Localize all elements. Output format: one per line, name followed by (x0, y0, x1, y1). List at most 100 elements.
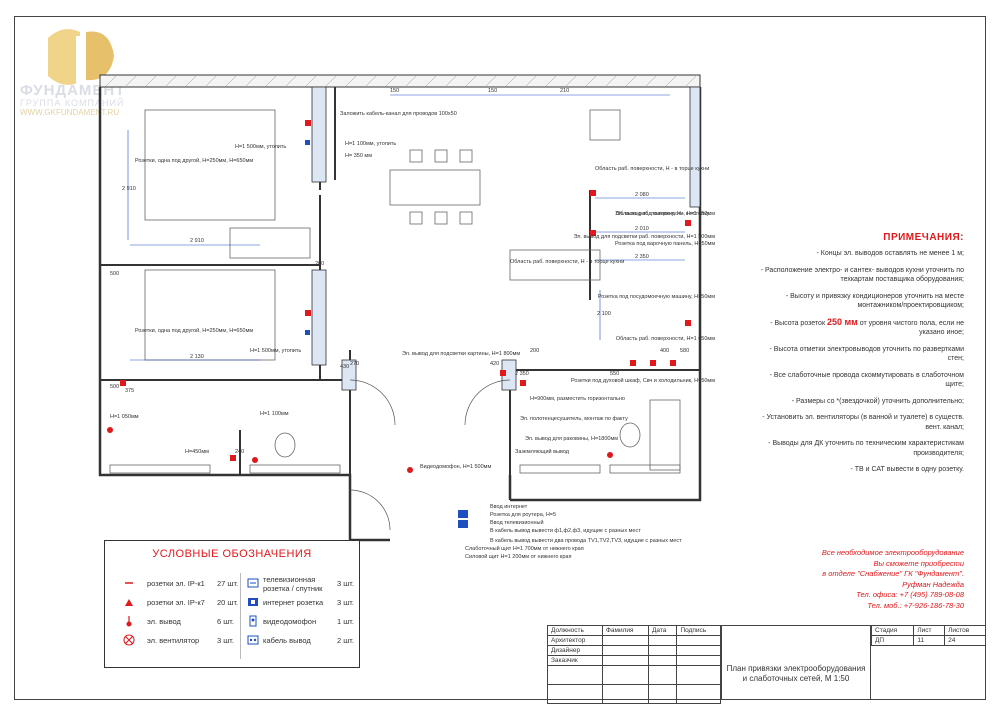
dimension-numbers: 150 150 210 2 910 500 2 910 500 2 350 20… (110, 88, 689, 455)
legend-item-label: розетки эл. IP-к7 (147, 598, 205, 607)
note-item: - Установить эл. вентиляторы (в ванной и… (762, 414, 964, 431)
legend-item-qty: 3 шт. (337, 579, 354, 588)
label-silovoy-shit: Силовой щит H=1 200мм от нижнего края (465, 553, 571, 560)
label-rozetka-panel: Розетка под варочную панель, H=50мм (615, 241, 715, 247)
legend-item-label: эл. вентилятор (147, 636, 200, 645)
dim-16: 200 (530, 348, 539, 354)
notes-panel: ПРИМЕЧАНИЯ: - Концы эл. выводов оставлят… (760, 232, 964, 482)
contact-line: Тел. моб.: +7-926-186-78-30 (867, 600, 964, 610)
dim-11: 2 130 (190, 354, 204, 360)
label-h900: H=900мм, разместить горизонтально (530, 396, 625, 402)
contact-line: Вы сможете приобрести (873, 558, 964, 568)
label-oblast-left: Область раб. поверхности, H - в торце ку… (510, 259, 624, 265)
label-slab-shit: Слаботочный щит H=1 700мм от нижнего кра… (465, 545, 584, 552)
legend-item-label: кабель вывод (263, 636, 311, 645)
label-kabel-tv: В кабель вывод вывести два провода TV1,T… (490, 538, 682, 544)
dim-2: 210 (560, 88, 569, 94)
legend-item-qty: 27 шт. (217, 579, 239, 588)
legend-divider (240, 573, 241, 659)
hatch-lines (104, 74, 698, 88)
note-item: - Высота отметки электровыводов уточнить… (769, 345, 964, 363)
listov-value: 24 (944, 635, 986, 646)
label-oblast3: Область раб. поверхности, H=1 050мм (616, 336, 715, 342)
logo-url: WWW.GKFUNDAMENT.RU (20, 108, 120, 117)
dim-13: 550 (610, 371, 619, 377)
title-block: Должность Фамилия Дата Подпись Архитекто… (547, 625, 986, 704)
sheet-title: План привязки электрооборудования и слаб… (726, 664, 866, 683)
socket-ip-k1-icon (125, 582, 133, 584)
cable-outlet-icon (247, 635, 259, 645)
logo-subtitle: ГРУППА КОМПАНИЙ (20, 98, 125, 108)
dim-19: 420 (490, 361, 499, 367)
label-h1100: H=1 100мм, утопить (345, 141, 396, 147)
tv-socket-icon (247, 578, 259, 588)
legend-item-qty: 6 шт. (217, 617, 234, 626)
label-h450: H=450мм (185, 449, 209, 455)
dim-0: 150 (390, 88, 399, 94)
title-box: План привязки электрооборудования и слаб… (721, 625, 871, 700)
dim-15: 580 (680, 348, 689, 354)
note-item: - Расположение электро- и сантех- выводо… (760, 266, 964, 284)
label-vyvod-rakovina: Эл. вывод для раковины, H=1800мм (525, 436, 618, 442)
label-vvod-internet: Ввод интернет (490, 504, 528, 510)
label-polotencesushitel: Эл. полотенцесушитель, монтаж по факту (520, 416, 628, 422)
note-item: - ТВ и САТ вывести в одну розетку. (850, 466, 965, 473)
label-rozetki-top: Розетки, одна под другой, H=250мм, H=650… (135, 157, 253, 164)
top-wall-hatch (99, 74, 701, 88)
dim-20: 2 350 (515, 371, 529, 377)
list-label: Лист (913, 625, 946, 636)
dim-18: 270 (350, 361, 359, 367)
note-height-value: 250 мм (826, 316, 858, 327)
sheet-frame (14, 16, 986, 700)
contact-line: Все необходимое электрооборудование (821, 548, 964, 557)
legend-item-label: видеодомофон (263, 617, 317, 626)
company-logo (48, 29, 114, 88)
label-rozetki-shkaf: Розетки под духовой шкаф, Свч и холодиль… (571, 377, 715, 384)
label-videodomofon: Видеодомофон, H=1 500мм (420, 464, 491, 470)
legend-panel: УСЛОВНЫЕ ОБОЗНАЧЕНИЯ розетки эл. IP-к1 2… (104, 540, 360, 668)
header-position: Должность (547, 625, 603, 636)
contact-line: Тел. офиса: +7 (495) 789-08-08 (856, 590, 964, 599)
dim-8: 200 (315, 261, 324, 267)
wall-stubs (311, 86, 701, 391)
dim-9: 2 080 (635, 192, 649, 198)
role-client: Заказчик (547, 655, 603, 666)
label-vvod-tv: Ввод телевизионный (490, 519, 544, 526)
label-podsvetka-kartin: Эл. вывод для подсветки картины, H=1 800… (402, 351, 520, 357)
dim-1: 150 (488, 88, 497, 94)
header-signature: Подпись (676, 625, 721, 636)
legend-item-qty: 3 шт. (217, 636, 234, 645)
dim-14: 400 (660, 348, 669, 354)
logo-stem (76, 36, 84, 88)
logo-left-shape (48, 29, 80, 85)
signature-table: Должность Фамилия Дата Подпись Архитекто… (547, 625, 721, 704)
contact-block: Все необходимое электрооборудование Вы с… (820, 548, 964, 611)
legend-item-qty: 20 шт. (217, 598, 239, 607)
dim-4: 500 (110, 271, 119, 277)
contact-line: Руфман Надежда (902, 579, 964, 589)
legend-item-label: телевизионная розетка / спутник (263, 575, 323, 593)
legend-item-qty: 1 шт. (337, 617, 354, 626)
contact-line: в отделе "Снабжение" ГК "Фундамент". (822, 569, 964, 578)
note-item: - Концы эл. выводов оставлять не менее 1… (816, 250, 964, 257)
doors (349, 379, 511, 531)
label-h1050: H=1 050мм (110, 414, 139, 420)
internet-socket-icon (248, 598, 258, 606)
label-h350: H= 350 мм (345, 153, 372, 159)
dimension-lines (127, 94, 685, 361)
role-designer: Дизайнер (547, 645, 603, 656)
label-h1100-mid: H=1 100мм (260, 411, 289, 417)
legend-item-qty: 3 шт. (337, 598, 354, 607)
socket-ip-k7-icon (125, 599, 133, 606)
stadia-label: Стадия (870, 625, 915, 636)
label-rozetka-router: Розетка для роутера, H=5 (490, 512, 556, 518)
logo-right-shape (86, 31, 114, 81)
dim-17: 375 (125, 388, 134, 394)
label-kabel-f1: В кабель вывод вывести ф1,ф2,ф3, идущие … (490, 528, 641, 534)
label-oblast1: Область раб. поверхности, H - в торце ку… (595, 166, 709, 172)
note-height: - Высота розеток 250 мм от уровня чистог… (760, 316, 964, 338)
note-height-pre: - Высота розеток (770, 319, 826, 327)
fan-icon (123, 634, 135, 646)
electric-outlet-icon (126, 616, 132, 627)
dim-7: 2 350 (635, 254, 649, 260)
